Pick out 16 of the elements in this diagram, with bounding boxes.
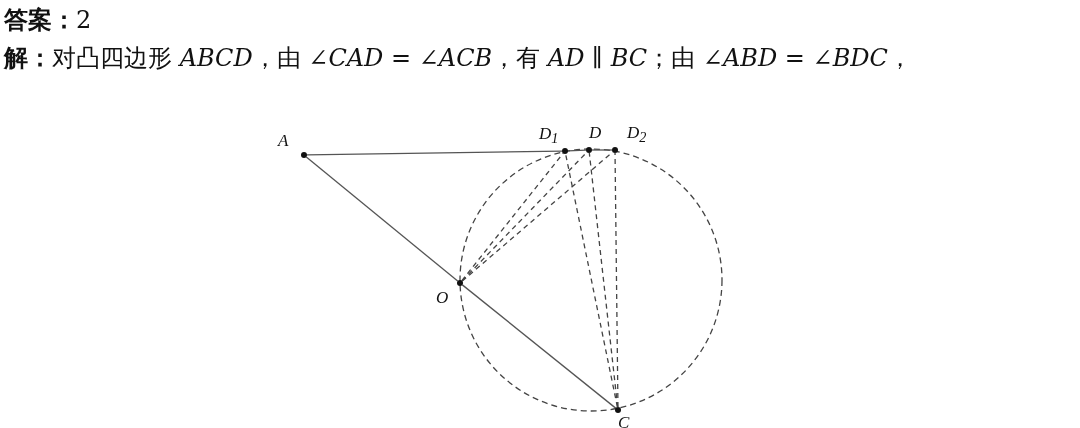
line-segment xyxy=(567,149,587,152)
line-segment xyxy=(306,150,563,156)
solution-text: 解：对凸四边形 ABCD，由 ∠CAD = ∠ACB，有 AD ∥ BC；由 ∠ABD = ∠BDC， xyxy=(4,42,912,74)
point-label: O xyxy=(436,289,449,306)
dashed-line xyxy=(564,153,619,408)
dashed-line xyxy=(614,152,619,408)
line-segment xyxy=(305,156,459,282)
point-label: A xyxy=(278,132,289,149)
line-segment xyxy=(591,149,613,151)
point-label: D$_{1}$ xyxy=(539,125,559,146)
answer-text: 答案：2 xyxy=(4,4,92,36)
point-label: C xyxy=(618,414,630,428)
point-label: D xyxy=(589,124,602,141)
dashed-line xyxy=(461,151,588,282)
line-segment xyxy=(461,284,617,409)
point-label: D$_{2}$ xyxy=(627,124,647,145)
